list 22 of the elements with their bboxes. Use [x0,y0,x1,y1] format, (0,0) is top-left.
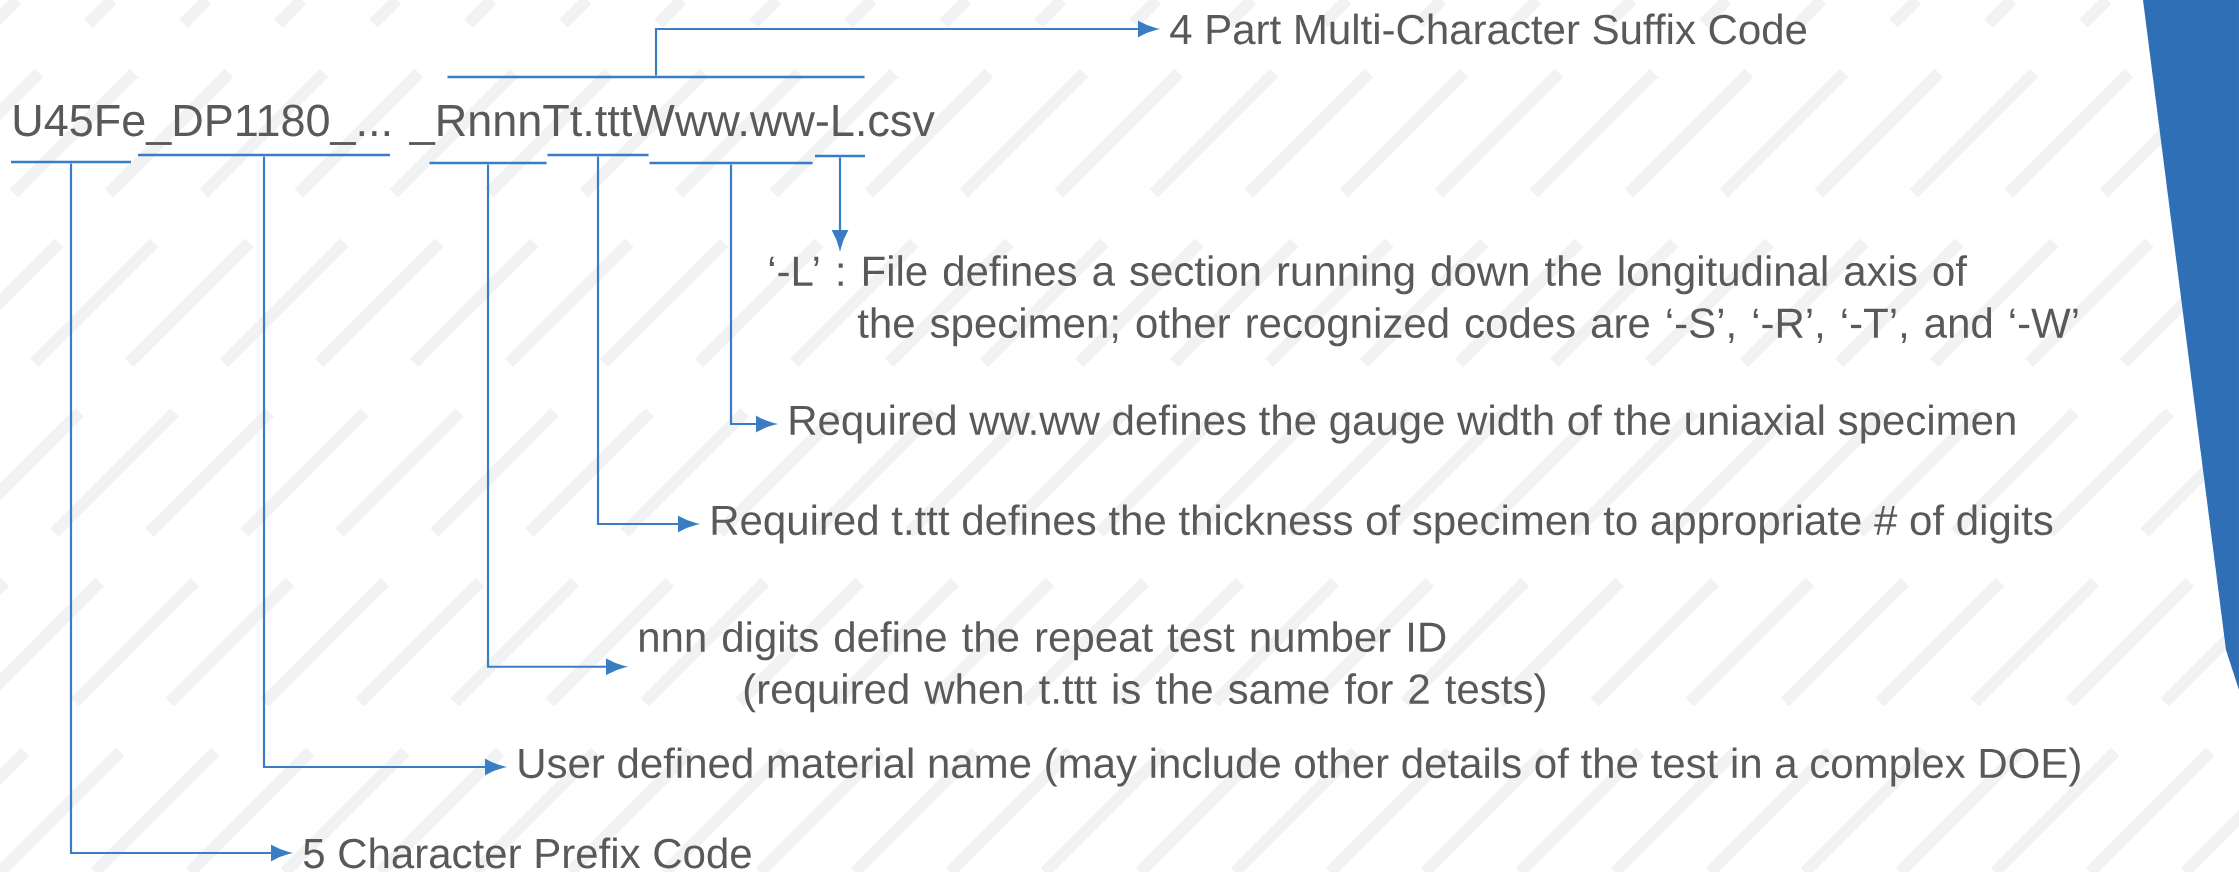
leader-arrow [729,164,775,432]
leader-arrow [596,156,697,532]
leader-arrow [262,156,504,775]
description-text: Required t.ttt defines the thickness of specimen to appropriate # of digits [712,504,2053,544]
underline [138,153,390,157]
leader-arrow [69,163,290,861]
description-text: nnn digits define the repeat test number ID (required when t.ttt is the same for 2 tests) [640,621,1545,713]
leader-arrow [654,21,1157,76]
description-text: User defined material name (may include other details of the test in a complex DOE) [519,747,2080,787]
underline [11,160,131,164]
underline [815,154,865,158]
description-text: 5 Character Prefix Code [303,837,751,869]
underline [429,161,547,165]
description-text: 4 Part Multi-Character Suffix Code [1170,13,1807,45]
underline [649,161,813,165]
description-text: Required ww.ww defines the gauge width of the uniaxial specimen [790,404,2015,444]
underline [547,153,649,157]
description-text: ‘-L’ : File defines a section running down the longitudinal axis of the specimen; other recognized codes are ‘-S’, ‘-R’, ‘-T’, and ‘-W’ [769,255,2078,347]
leader-arrow [832,157,848,249]
file-name: U45Fe_DP1180_... _RnnnTt.tttWww.ww-L.csv [14,104,935,145]
leader-arrow [486,164,625,675]
underline [447,75,865,79]
